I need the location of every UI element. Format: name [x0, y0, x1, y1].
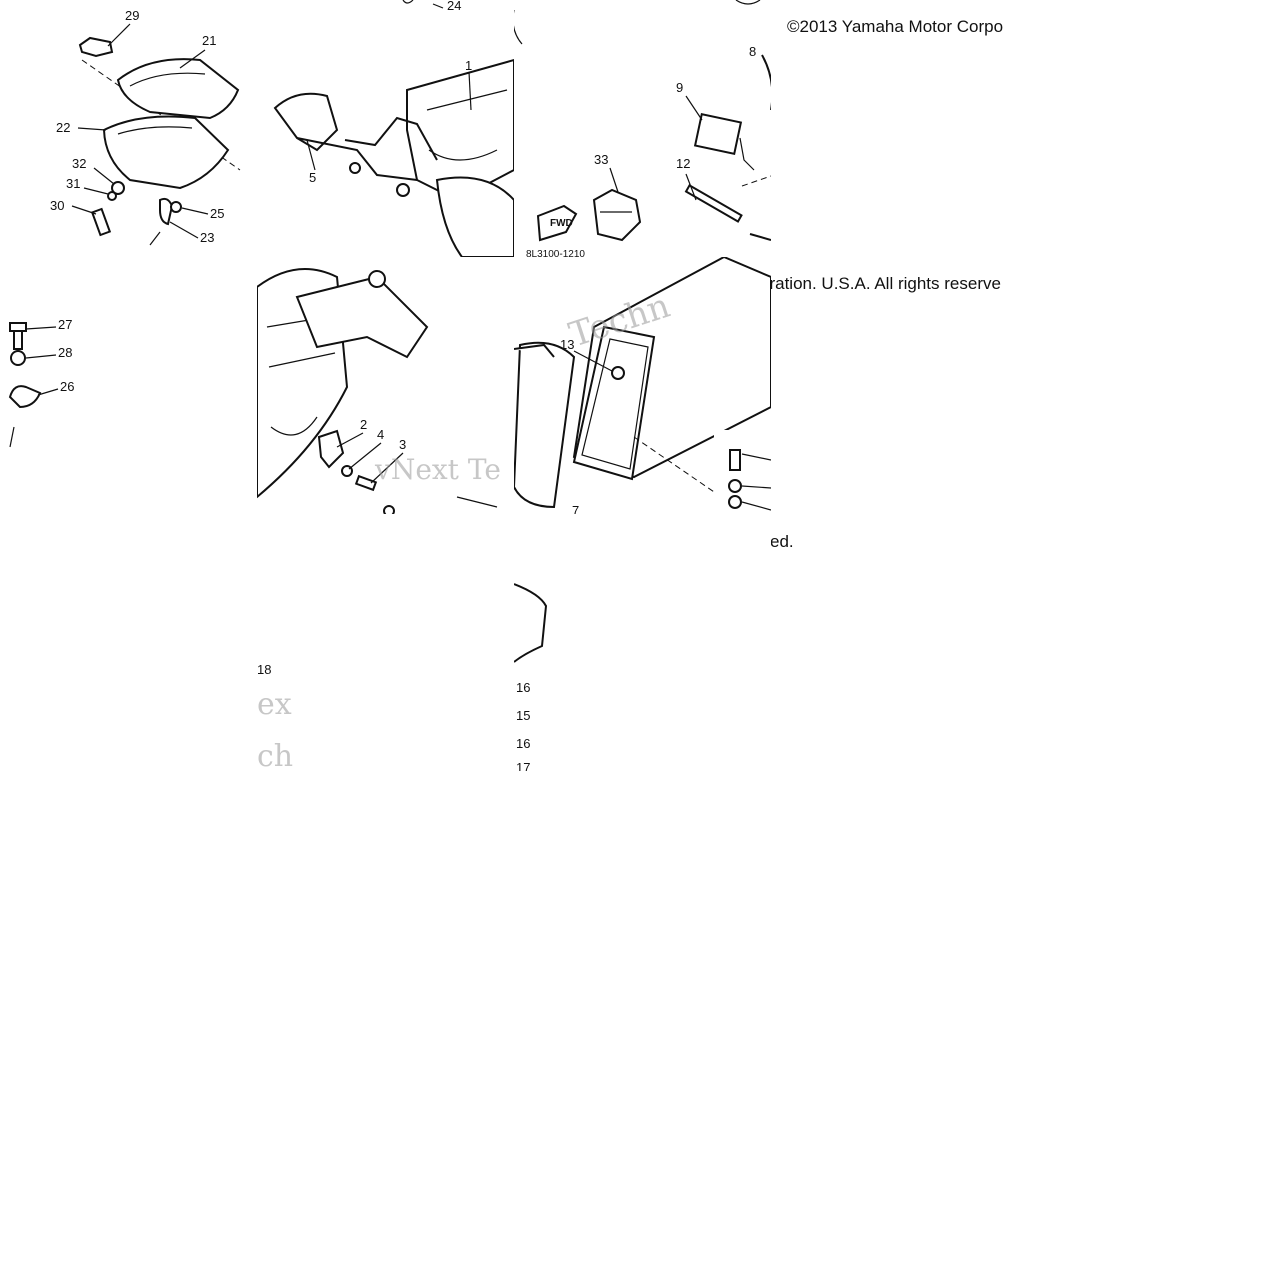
- callout-1: 1: [465, 58, 472, 73]
- callout-31: 31: [66, 176, 80, 191]
- toolbox-parts-drawing: FWD 8 9 33 12 8L3100-1210: [514, 0, 771, 257]
- callout-7: 7: [572, 503, 579, 514]
- diagram-tile-tank-bracket: 24 1 5: [257, 0, 514, 257]
- callout-22: 22: [56, 120, 70, 135]
- lower-mid-drawing: 16 15 16 17: [514, 583, 548, 771]
- callout-9: 9: [676, 80, 683, 95]
- lower-left-drawing: 18 ex ch: [257, 662, 293, 771]
- copyright-line-1: ©2013 Yamaha Motor Corpo: [787, 17, 1004, 36]
- callout-3: 3: [399, 437, 406, 452]
- callout-4: 4: [377, 427, 384, 442]
- callout-16: 16: [516, 680, 530, 695]
- diagram-tile-toolbox-parts: FWD 8 9 33 12 8L3100-1210: [514, 0, 771, 257]
- callout-23: 23: [200, 230, 214, 245]
- tank-side-drawing: 2 4 3 vNext Te: [257, 268, 501, 514]
- callout-30: 30: [50, 198, 64, 213]
- diagram-tile-fasteners: 27 28 26: [0, 257, 257, 514]
- callout-27: 27: [58, 317, 72, 332]
- diagram-tile-tank-side: 2 4 3 vNext Te: [257, 257, 514, 514]
- callout-33: 33: [594, 152, 608, 167]
- callout-26: 26: [60, 379, 74, 394]
- copyright-line-2: oration. U.S.A. All rights reserve: [760, 274, 1001, 293]
- watermark-fragment-1: vNext Te: [374, 453, 501, 486]
- callout-5: 5: [309, 170, 316, 185]
- part-code: 8L3100-1210: [526, 249, 585, 257]
- callout-32: 32: [72, 156, 86, 171]
- callout-8: 8: [749, 44, 756, 59]
- watermark-fragment-4: ex: [257, 687, 292, 722]
- diagram-tile-air-cleaner: 29 21 22 32 31 30 25 23: [0, 0, 257, 257]
- callout-2: 2: [360, 417, 367, 432]
- diagram-tile-lower-left: 18 ex ch: [257, 514, 514, 771]
- right-hardware-drawing: [728, 449, 771, 511]
- callout-21: 21: [202, 33, 216, 48]
- callout-17: 17: [516, 760, 530, 771]
- diagram-tile-right-hardware: [714, 430, 771, 520]
- copyright-line-3: ed.: [770, 532, 794, 551]
- watermark-fragment-3: ch: [257, 739, 293, 771]
- callout-29: 29: [125, 8, 139, 23]
- callout-12: 12: [676, 156, 690, 171]
- fasteners-drawing: 27 28 26: [8, 317, 74, 448]
- callout-15: 15: [516, 708, 530, 723]
- air-cleaner-drawing: 29 21 22 32 31 30 25 23: [50, 8, 241, 246]
- callout-13: 13: [560, 337, 574, 352]
- callout-18: 18: [257, 662, 271, 677]
- callout-28: 28: [58, 345, 72, 360]
- callout-25: 25: [210, 206, 224, 221]
- callout-16b: 16: [516, 736, 530, 751]
- tank-bracket-drawing: 24 1 5: [273, 0, 514, 257]
- diagram-tile-lower-mid: 16 15 16 17: [514, 514, 771, 771]
- callout-24: 24: [447, 0, 461, 13]
- fwd-arrow-icon: FWD: [550, 218, 573, 229]
- toolbox-open-drawing: 13 7 Techn: [514, 257, 771, 514]
